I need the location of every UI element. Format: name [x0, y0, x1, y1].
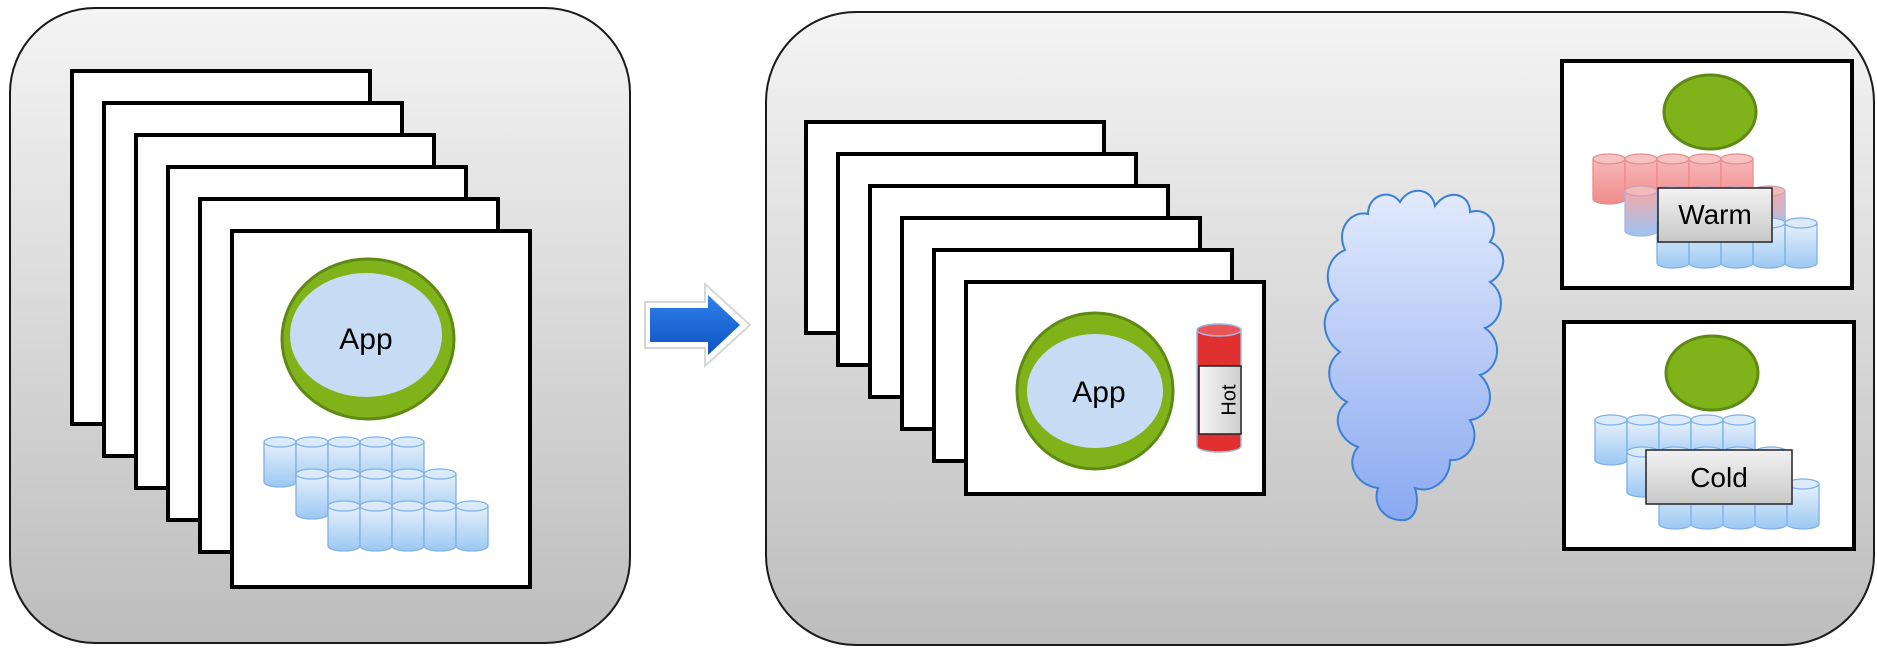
cold-label: Cold — [1690, 462, 1748, 493]
server-stack-left: App — [70, 69, 532, 589]
hot-cache: Hot — [1196, 323, 1242, 453]
left-panel: App — [9, 7, 631, 644]
transition-arrow-icon — [644, 281, 752, 369]
app-label: App — [1072, 376, 1125, 409]
app-node-right: App — [1015, 311, 1175, 471]
hot-label: Hot — [1218, 384, 1240, 416]
cloud-icon — [1323, 189, 1505, 522]
app-node-left: App — [280, 257, 456, 421]
warm-tier-card: Warm — [1560, 59, 1854, 290]
right-panel: App Hot Warm — [765, 11, 1875, 646]
warm-label: Warm — [1678, 199, 1752, 230]
app-label: App — [339, 323, 392, 356]
cold-tier-card: Cold — [1562, 320, 1856, 551]
server-stack-right: App Hot — [804, 120, 1266, 496]
cold-node-icon — [1664, 334, 1760, 412]
warm-node-icon — [1662, 73, 1758, 151]
